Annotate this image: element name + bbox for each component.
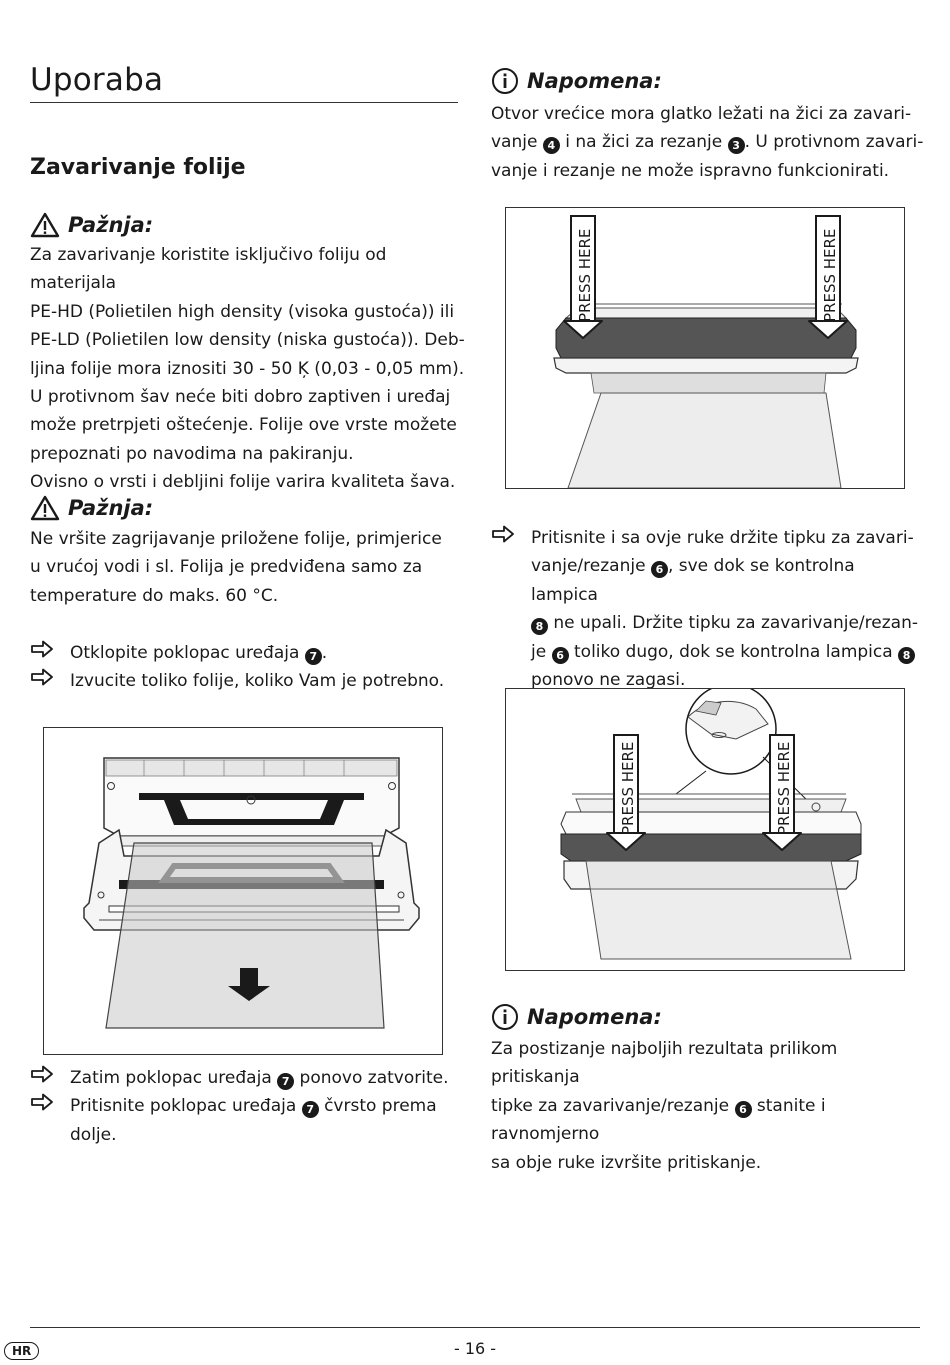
info-icon xyxy=(492,1004,518,1030)
step-text: Otklopite poklopac uređaja xyxy=(70,643,305,663)
warning-icon xyxy=(30,495,60,521)
text-line: Otvor vrećice mora glatko ležati na žici… xyxy=(491,104,912,124)
arrow-right-icon xyxy=(30,1064,70,1092)
text-line: tipke za zavarivanje/rezanje 6 stanite i… xyxy=(491,1092,931,1149)
list-item: Otklopite poklopac uređaja 7. xyxy=(30,639,470,667)
text-line: prepoznati po navodima na pakiranju. xyxy=(30,443,354,464)
ref-number-badge: 7 xyxy=(277,1073,295,1090)
ref-number-badge: 8 xyxy=(898,646,916,664)
ref-number-badge: 6 xyxy=(734,1100,752,1118)
footer-country: HR xyxy=(4,1340,40,1360)
ref-number-badge: 8 xyxy=(531,618,548,636)
text-run: je xyxy=(531,641,552,662)
text-run: vanje/rezanje xyxy=(531,556,651,577)
text-line: Za postizanje najboljih rezultata prilik… xyxy=(491,1039,838,1088)
arrow-right-icon xyxy=(491,524,531,694)
press-here-label: PRESS HERE xyxy=(775,742,793,835)
ref-number-badge: 7 xyxy=(304,648,322,665)
ref-number-badge: 6 xyxy=(551,646,569,664)
note-heading-1: Napomena: xyxy=(491,67,662,95)
ref-number-badge: 6 xyxy=(650,561,668,579)
device-closed-illustration: PRESS HERE PRESS HERE xyxy=(553,215,859,489)
text-line: PE-HD (Polietilen high density (visoka g… xyxy=(30,301,455,322)
step-text-line2: dolje. xyxy=(70,1124,117,1145)
country-badge: HR xyxy=(4,1342,40,1360)
text-line: vanje i rezanje ne može ispravno funkcio… xyxy=(491,160,890,181)
note-title: Napomena: xyxy=(527,1005,662,1029)
warning-title: Pažnja: xyxy=(68,213,154,237)
figure-press-here-1: PRESS HERE PRESS HERE xyxy=(505,207,905,489)
text-line: Ne vršite zagrijavanje priložene folije,… xyxy=(30,529,442,549)
ref-number-badge: 3 xyxy=(727,137,745,155)
text-line: sa obje ruke izvršite pritiskanje. xyxy=(491,1152,762,1173)
list-item: Pritisnite poklopac uređaja 7 čvrsto pre… xyxy=(30,1092,470,1149)
figure-press-here-2: PRESS HERE PRESS HERE xyxy=(505,683,905,971)
ref-number-badge: 7 xyxy=(301,1101,319,1119)
arrow-right-icon xyxy=(30,639,70,667)
text-run: toliko dugo, dok se kontrolna lampica xyxy=(568,641,899,662)
info-icon xyxy=(492,68,518,94)
text-line: ljina folije mora iznositi 30 - 50 Ķ (0,… xyxy=(30,358,465,379)
step-text-end: ponovo zatvorite. xyxy=(294,1068,449,1088)
step-text-end: . xyxy=(321,643,328,663)
section-title: Uporaba xyxy=(30,62,164,98)
text-run: vanje xyxy=(491,132,543,153)
steps-list-right: Pritisnite i sa ovje ruke držite tipku z… xyxy=(491,524,921,694)
arrow-right-icon xyxy=(30,667,70,695)
text-line: temperature do maks. 60 °C. xyxy=(30,585,279,606)
warning-icon xyxy=(30,212,60,238)
text-line: Za zavarivanje koristite isključivo foli… xyxy=(30,245,387,294)
text-run: ne upali. Držite tipku za zavarivanje/re… xyxy=(548,613,918,634)
text-line: U protivnom šav neće biti dobro zaptiven… xyxy=(30,387,451,408)
note-heading-2: Napomena: xyxy=(491,1003,662,1031)
list-item: Zatim poklopac uređaja 7 ponovo zatvorit… xyxy=(30,1064,470,1092)
press-here-label: PRESS HERE xyxy=(619,742,637,835)
note-text-2: Za postizanje najboljih rezultata prilik… xyxy=(491,1035,931,1177)
press-here-label: PRESS HERE xyxy=(576,229,594,322)
text-run: i na žici za rezanje xyxy=(559,132,728,153)
step-text: Pritisnite poklopac uređaja xyxy=(70,1096,302,1117)
warning-title: Pažnja: xyxy=(68,496,154,520)
device-closed-lamp-illustration: PRESS HERE PRESS HERE xyxy=(560,683,862,960)
list-item: Izvucite toliko folije, koliko Vam je po… xyxy=(30,667,470,695)
text-line: PE-LD (Polietilen low density (niska gus… xyxy=(30,330,465,351)
warning-text-1: Za zavarivanje koristite isključivo foli… xyxy=(30,241,470,497)
text-line: u vrućoj vodi i sl. Folija je predviđena… xyxy=(30,557,423,578)
text-line: može pretrpjeti oštećenje. Folije ove vr… xyxy=(30,415,457,436)
steps-list-2: Zatim poklopac uređaja 7 ponovo zatvorit… xyxy=(30,1064,470,1149)
text-run: . U protivnom zavari- xyxy=(744,132,924,153)
text-run: ponovo ne zagasi. xyxy=(531,670,686,691)
warning-text-2: Ne vršite zagrijavanje priložene folije,… xyxy=(30,525,470,610)
figure-open-device xyxy=(43,727,443,1055)
steps-list-1: Otklopite poklopac uređaja 7. Izvucite t… xyxy=(30,639,470,696)
note-text-1: Otvor vrećice mora glatko ležati na žici… xyxy=(491,100,931,185)
arrow-right-icon xyxy=(30,1092,70,1149)
text-run: tipke za zavarivanje/rezanje xyxy=(491,1095,735,1116)
step-text: Pritisnite i sa ovje ruke držite tipku z… xyxy=(531,528,914,548)
text-line: Ovisno o vrsti i debljini folije varira … xyxy=(30,472,456,493)
step-text-end: čvrsto prema xyxy=(318,1096,437,1117)
step-text: Izvucite toliko folije, koliko Vam je po… xyxy=(70,671,445,692)
section-rule xyxy=(30,102,458,103)
subsection-title: Zavarivanje folije xyxy=(30,155,246,180)
ref-number-badge: 4 xyxy=(542,137,560,155)
device-open-illustration xyxy=(83,757,420,1029)
step-text: Zatim poklopac uređaja xyxy=(70,1068,278,1088)
list-item: Pritisnite i sa ovje ruke držite tipku z… xyxy=(491,524,921,694)
text-run: , sve dok se kontrolna lampica xyxy=(531,556,855,605)
warning-heading-2: Pažnja: xyxy=(30,495,153,521)
press-here-label: PRESS HERE xyxy=(821,229,839,322)
text-line: vanje 4 i na žici za rezanje 3. U protiv… xyxy=(491,128,931,156)
footer-rule xyxy=(30,1327,920,1328)
page-number: - 16 - xyxy=(453,1339,497,1358)
text-run: stanite i ravnomjerno xyxy=(491,1095,826,1145)
warning-heading-1: Pažnja: xyxy=(30,212,153,238)
note-title: Napomena: xyxy=(527,69,662,93)
